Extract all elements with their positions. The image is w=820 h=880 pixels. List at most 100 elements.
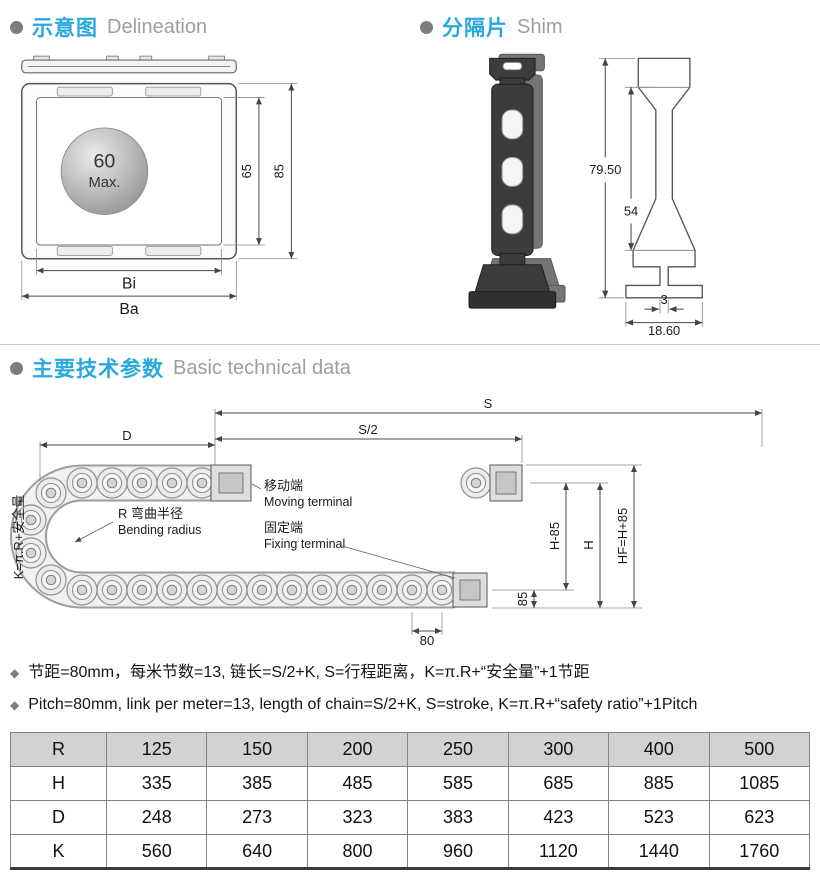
dim-80-label: 80 xyxy=(420,633,434,648)
delineation-section: 示意图 Delineation xyxy=(10,12,420,336)
shim-header: 分隔片 Shim xyxy=(420,12,810,42)
dim-shim-foot: 3 xyxy=(644,292,684,314)
shim-profile-view xyxy=(625,57,703,299)
top-row: 示意图 Delineation xyxy=(10,12,810,336)
dim-85-label: 85 xyxy=(272,164,287,178)
dim-ba-label: Ba xyxy=(119,301,138,318)
table-row: K 560 640 800 960 1120 1440 1760 xyxy=(10,834,811,870)
dim-shim-height: 79.50 xyxy=(589,57,636,299)
table-cell: 423 xyxy=(507,800,610,835)
table-cell: 523 xyxy=(608,800,710,835)
shim-drawings: 79.50 54 3 xyxy=(468,53,703,336)
table-row: H 335 385 485 585 685 885 1085 xyxy=(10,766,811,801)
dim-outer-width: Ba xyxy=(21,260,237,318)
table-header-cell: 400 xyxy=(608,732,710,767)
technical-header: 主要技术参数 Basic technical data xyxy=(10,353,810,383)
table-header-cell: 150 xyxy=(206,732,308,767)
dim-1860-label: 18.60 xyxy=(648,323,680,336)
table-header-cell: 300 xyxy=(507,732,610,767)
delineation-title-en: Delineation xyxy=(107,15,208,38)
spec-table: R 125 150 200 250 300 400 500 H 335 385 … xyxy=(10,732,811,870)
dim-hf-label: HF=H+85 xyxy=(615,508,630,564)
ball-value-label: 60 xyxy=(94,150,116,172)
moving-terminal-label-en: Moving terminal xyxy=(264,495,352,509)
table-row: D 248 273 323 383 423 523 623 xyxy=(10,800,811,835)
chain-rollers xyxy=(15,467,492,606)
table-cell: 323 xyxy=(306,800,409,835)
fixing-terminal-leader xyxy=(341,545,456,579)
section-bullet-icon xyxy=(10,361,23,375)
table-cell: 383 xyxy=(407,800,509,835)
table-cell: 485 xyxy=(306,766,409,801)
table-cell: 1760 xyxy=(708,834,811,870)
shim-holes xyxy=(501,109,524,235)
dim-d-label: D xyxy=(122,428,131,443)
note-zh: ◆ 节距=80mm，每米节数=13, 链长=S/2+K, S=行程距离，K=π.… xyxy=(10,662,810,684)
dim-3-label: 3 xyxy=(660,292,667,307)
note-en-text: Pitch=80mm, link per meter=13, length of… xyxy=(28,696,698,713)
section-divider xyxy=(0,344,820,345)
section-bullet-icon xyxy=(10,20,23,34)
table-cell: 623 xyxy=(708,800,811,835)
technical-title-en: Basic technical data xyxy=(173,356,351,379)
table-cell: 385 xyxy=(206,766,308,801)
table-cell: 960 xyxy=(407,834,509,870)
row-label-cell: D xyxy=(10,800,107,835)
bend-radius-label-en: Bending radius xyxy=(118,523,201,537)
table-cell: 1440 xyxy=(608,834,710,870)
table-cell: 800 xyxy=(306,834,409,870)
diamond-bullet-icon: ◆ xyxy=(10,698,20,712)
table-cell: 1120 xyxy=(507,834,610,870)
dim-outer-height: 85 xyxy=(238,83,298,260)
delineation-header: 示意图 Delineation xyxy=(10,12,420,42)
table-header-cell: 500 xyxy=(708,732,811,767)
diamond-bullet-icon: ◆ xyxy=(10,666,20,680)
bend-radius-label-zh: R 弯曲半径 xyxy=(118,506,183,521)
note-zh-text: 节距=80mm，每米节数=13, 链长=S/2+K, S=行程距离，K=π.R+… xyxy=(28,664,590,681)
shim-3d-view xyxy=(468,57,557,309)
table-header-cell: 125 xyxy=(105,732,208,767)
table-cell: 885 xyxy=(608,766,710,801)
k-formula-label: K=π.R+安全量 xyxy=(11,495,26,580)
note-en: ◆ Pitch=80mm, link per meter=13, length … xyxy=(10,694,810,716)
shim-title-zh: 分隔片 xyxy=(442,17,508,40)
moving-terminal-block-stroke-end xyxy=(489,464,523,502)
table-cell: 273 xyxy=(206,800,308,835)
fixing-terminal-label-en: Fixing terminal xyxy=(264,537,345,551)
dim-h-label: H xyxy=(581,540,596,549)
dim-s2-label: S/2 xyxy=(358,422,378,437)
fixing-terminal-label-zh: 固定端 xyxy=(264,520,303,535)
moving-terminal-leader xyxy=(251,483,262,490)
table-header-row: R 125 150 200 250 300 400 500 xyxy=(10,732,811,767)
moving-terminal-label-zh: 移动端 xyxy=(264,478,303,493)
table-cell: 585 xyxy=(407,766,509,801)
dim-s-label: S xyxy=(484,396,493,411)
dim-inner-width: Bi xyxy=(36,248,222,292)
dim-shim-mid: 54 xyxy=(624,86,654,251)
dim-shim-base: 18.60 xyxy=(625,301,703,336)
dim-65-label: 65 xyxy=(239,164,254,178)
dim-7950-label: 79.50 xyxy=(589,162,621,177)
bend-radius-arrow xyxy=(74,521,114,543)
dim-54-label: 54 xyxy=(624,203,638,218)
dim-bi-label: Bi xyxy=(122,275,136,292)
ball-max-label: Max. xyxy=(88,175,120,191)
notes: ◆ 节距=80mm，每米节数=13, 链长=S/2+K, S=行程距离，K=π.… xyxy=(10,662,810,716)
table-cell: 335 xyxy=(105,766,208,801)
cross-section-drawing: 60 Max. 65 85 xyxy=(21,55,298,318)
table-cell: 1085 xyxy=(708,766,811,801)
technical-title-zh: 主要技术参数 xyxy=(32,358,164,381)
chain-link-top-view xyxy=(21,55,237,74)
table-header-cell: 250 xyxy=(407,732,509,767)
dim-85-label: 85 xyxy=(515,592,530,606)
row-label-cell: H xyxy=(10,766,107,801)
delineation-title-zh: 示意图 xyxy=(32,17,98,40)
section-bullet-icon xyxy=(420,20,433,34)
moving-terminal-block xyxy=(210,464,252,502)
technical-section: 主要技术参数 Basic technical data xyxy=(10,353,811,870)
dim-h85-label: H-85 xyxy=(547,522,562,550)
table-cell: 640 xyxy=(206,834,308,870)
drag-chain-diagram: S S/2 D 85 H-85 H HF=H+85 80 移动端 Moving … xyxy=(10,396,763,648)
table-cell: 685 xyxy=(507,766,610,801)
